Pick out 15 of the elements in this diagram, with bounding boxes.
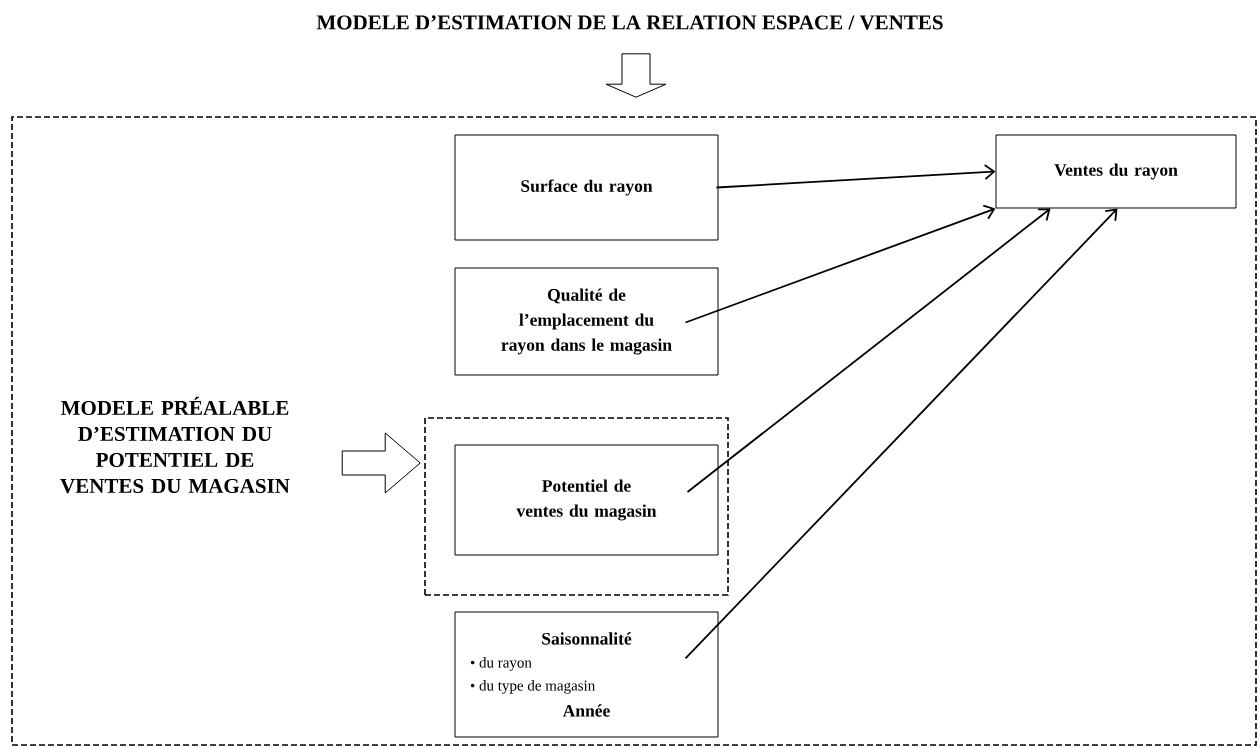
process-box: Surface du rayon: [454, 134, 719, 241]
process-box: Saisonnalité • du rayon • du type de magasin Année: [454, 611, 719, 738]
heading-text: MODELE PRÉALABLE D’ESTIMATION DU POTENTIEL DE VENTES DU MAGASIN: [60, 396, 290, 494]
block-arrow: [341, 432, 421, 494]
arrow: [686, 208, 1051, 493]
arrow: [715, 164, 996, 189]
arrow: [684, 208, 1118, 660]
title: MODELE D’ESTIMATION DE LA RELATION ESPACE / VENTES: [316, 15, 943, 30]
dashed-frame: [11, 116, 1257, 746]
process-box: Potentiel de ventes du magasin: [454, 444, 719, 556]
process-box: Qualité de l’emplacement du rayon dans le magasin: [454, 267, 719, 376]
arrow: [684, 204, 996, 324]
dashed-frame: [424, 417, 729, 596]
block-arrow: [605, 53, 667, 98]
process-box: Ventes du rayon: [995, 134, 1237, 209]
